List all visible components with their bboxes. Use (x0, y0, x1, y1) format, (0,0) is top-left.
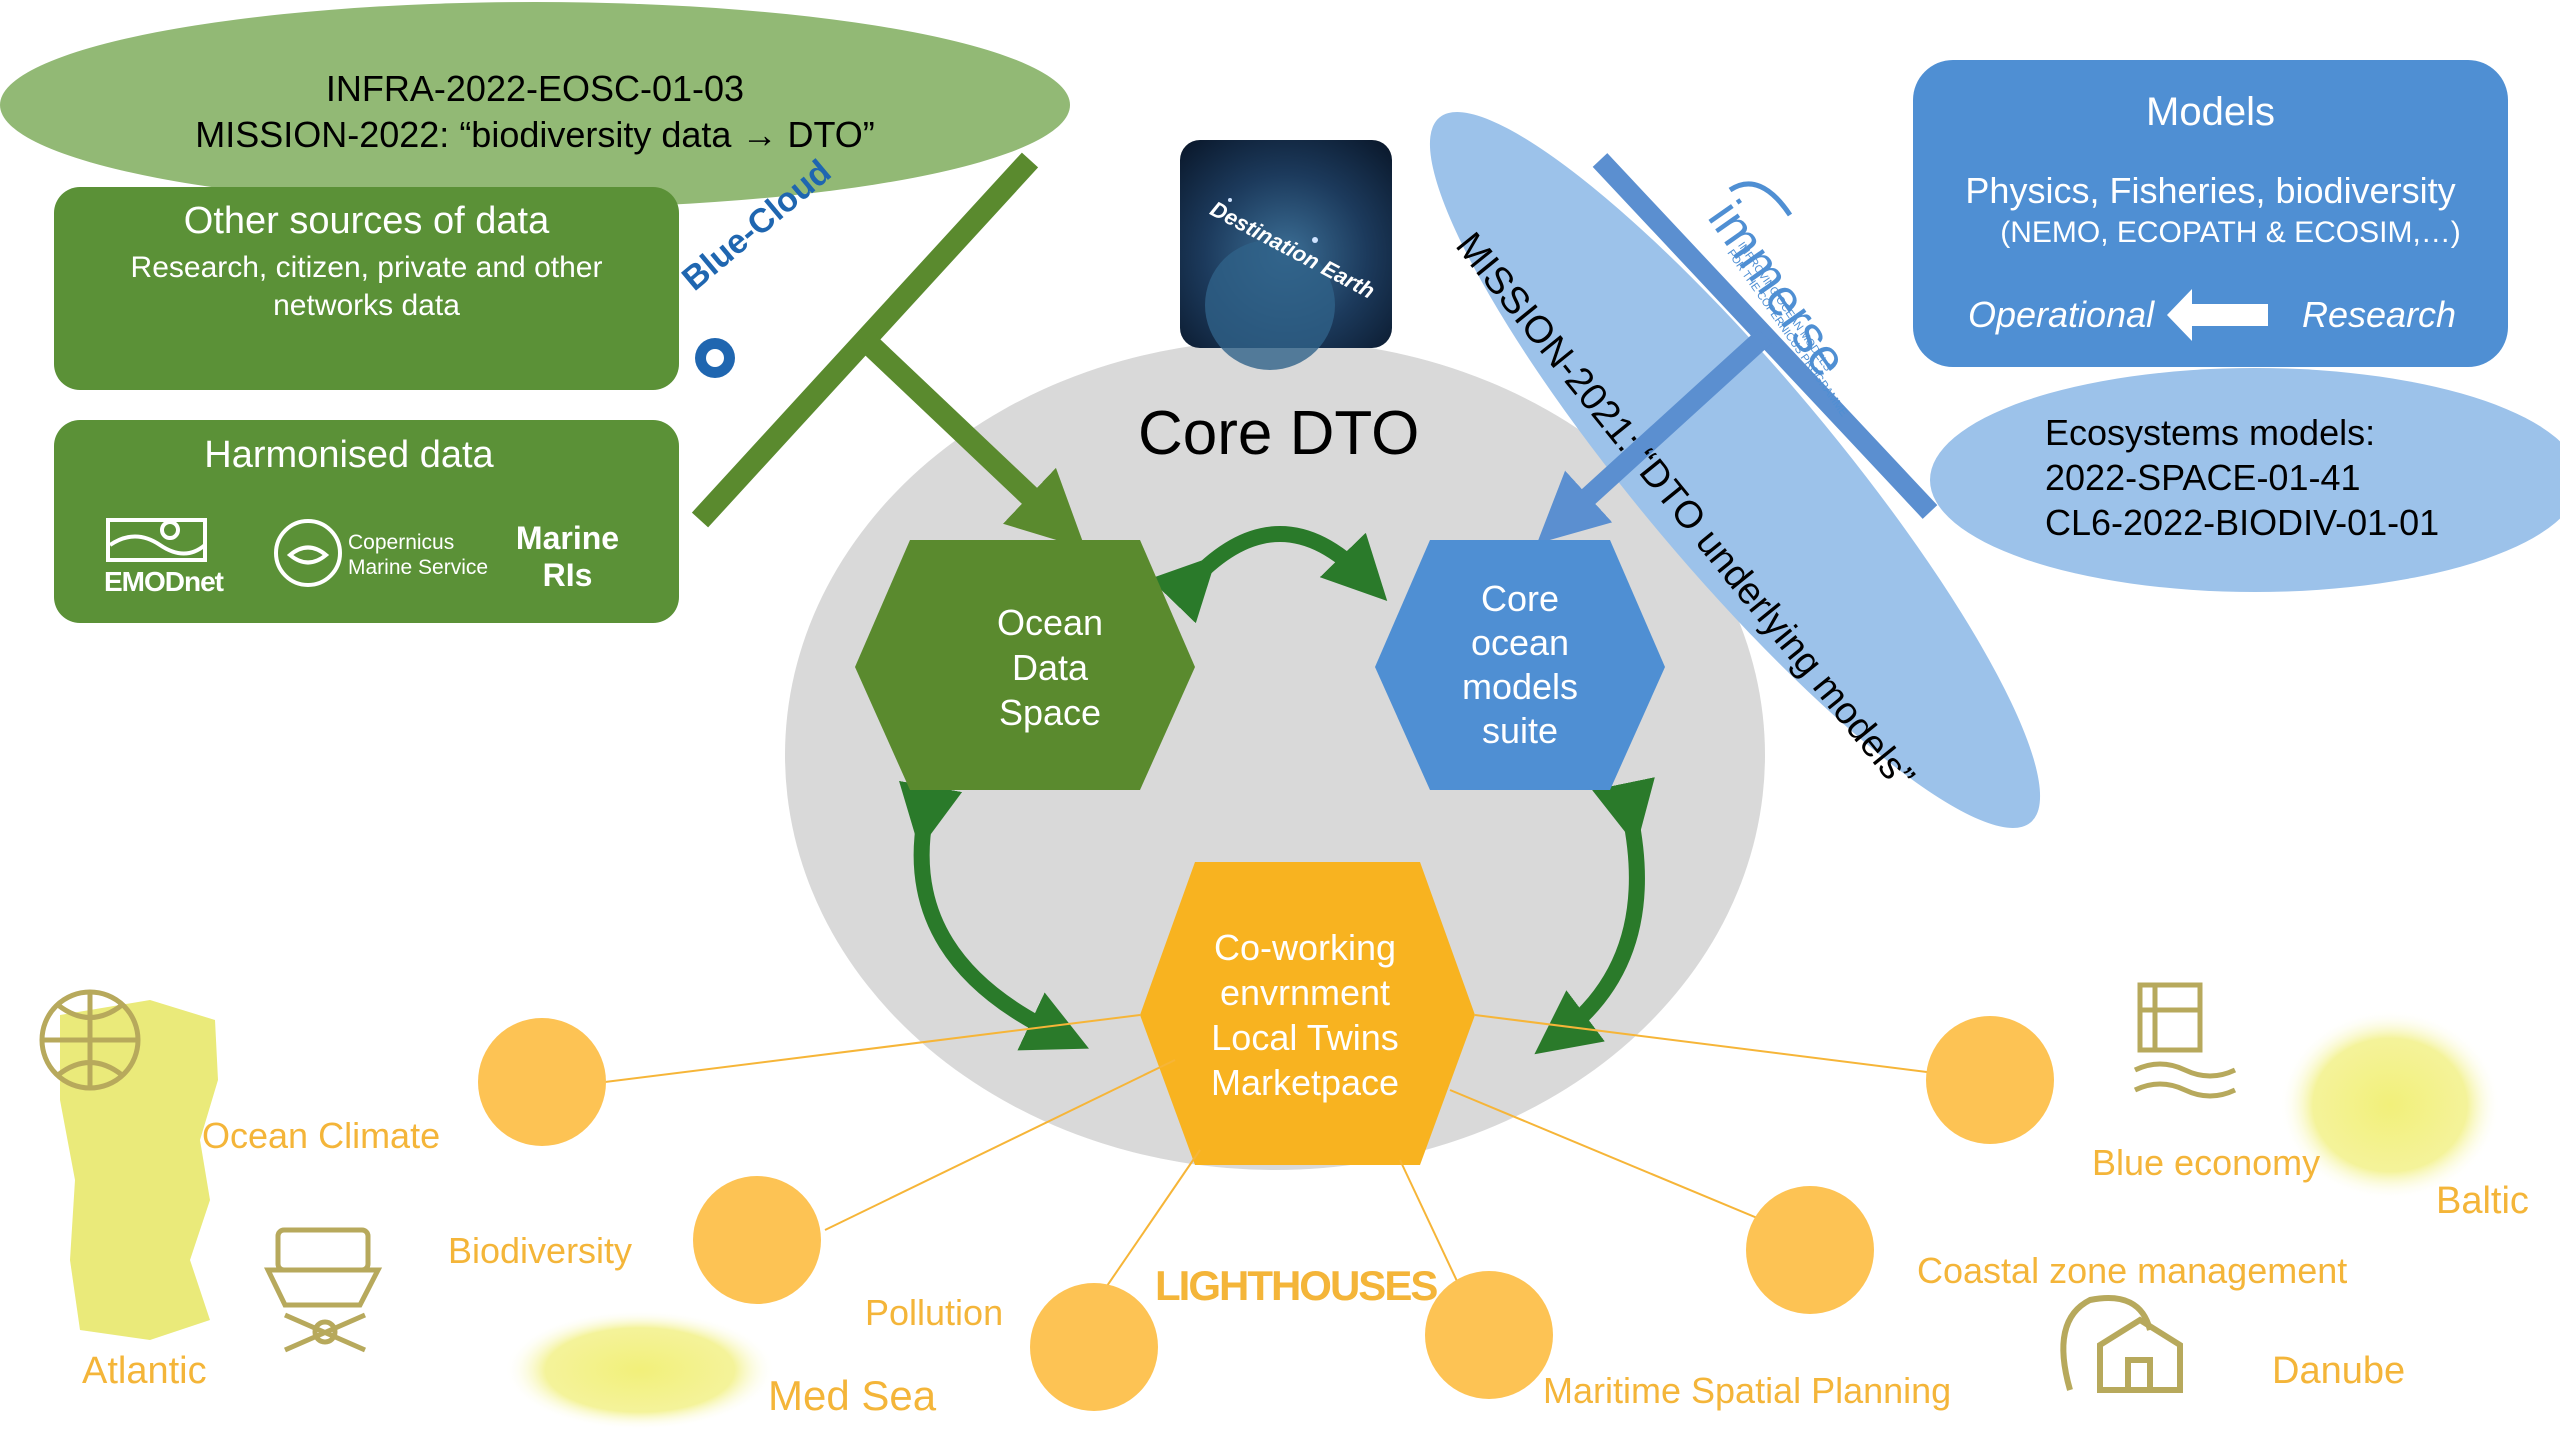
lighthouse-circles (478, 1016, 2054, 1411)
marine-ris-logo-text: Marine RIs (510, 520, 625, 594)
coworking-label: Co-working envrnment Local Twins Marketp… (1160, 925, 1450, 1105)
coworking-line-1: Co-working (1213, 927, 1397, 968)
lighthouses-title: LIGHTHOUSES (1155, 1262, 1438, 1309)
other-sources-box (54, 187, 679, 390)
core-ocean-models-label: Core ocean models suite (1375, 577, 1665, 753)
coastal-label: Coastal zone management (1917, 1250, 2348, 1291)
emodnet-logo-text: EMODnet (104, 566, 224, 597)
cycle-arrows (899, 526, 1655, 1055)
blue-economy-icon (2133, 982, 2237, 1099)
data-funnel (691, 152, 1086, 549)
models-operational: Operational (1968, 294, 2155, 335)
med-sea-label: Med Sea (768, 1372, 937, 1419)
coworking-line-4: Marketpace (1210, 1062, 1400, 1103)
core-ocean-models-hexagon (1375, 540, 1665, 790)
copernicus-logo-text: Copernicus Marine Service (348, 530, 488, 580)
marine-ris-line-1: Marine (515, 520, 620, 556)
core-models-line-2: ocean (1470, 622, 1570, 663)
blue-economy-label: Blue economy (2092, 1142, 2321, 1183)
ocean-data-line-2: Data (1011, 647, 1089, 688)
coworking-line-2: envrnment (1219, 972, 1391, 1013)
other-sources-desc-1: Research, citizen, private and other (130, 251, 603, 284)
maritime-label: Maritime Spatial Planning (1543, 1370, 1952, 1411)
core-models-line-4: suite (1481, 710, 1559, 751)
ecosystems-line-2: 2022-SPACE-01-41 (2045, 457, 2361, 498)
eosc-mission-oval (0, 2, 1070, 208)
marine-ris-line-2: RIs (542, 557, 593, 593)
ocean-data-space-hexagon (855, 540, 1195, 790)
eosc-mission-text: INFRA-2022-EOSC-01-03 MISSION-2022: “bio… (70, 66, 1000, 158)
ecosystems-line-3: CL6-2022-BIODIV-01-01 (2045, 502, 2440, 543)
pollution-circle (1030, 1283, 1158, 1411)
coastal-circle (1746, 1186, 1874, 1314)
models-line-2: (NEMO, ECOPATH & ECOSIM,…) (2000, 216, 2461, 249)
atlantic-label: Atlantic (82, 1350, 207, 1392)
core-models-line-3: models (1461, 666, 1579, 707)
ocean-data-line-3: Space (998, 692, 1102, 733)
mission-2021-ellipse (1429, 112, 2041, 828)
copernicus-line-2: Marine Service (348, 556, 489, 579)
harmonised-data-box (54, 420, 679, 623)
destination-earth-logo (1180, 140, 1392, 370)
ocean-data-line-1: Ocean (996, 602, 1104, 643)
coworking-line-3: Local Twins (1211, 1017, 1399, 1058)
blue-economy-circle (1926, 1016, 2054, 1144)
blue-cloud-icon (695, 338, 735, 378)
maritime-circle (1425, 1271, 1553, 1399)
ocean-data-space-label: Ocean Data Space (905, 600, 1195, 735)
pollution-label: Pollution (865, 1292, 1004, 1333)
harmonised-title: Harmonised data (204, 434, 494, 476)
biodiversity-label: Biodiversity (448, 1230, 633, 1271)
ecosystems-text: Ecosystems models: 2022-SPACE-01-41 CL6-… (2045, 410, 2439, 545)
other-sources-desc-2: networks data (273, 289, 460, 322)
copernicus-line-1: Copernicus (348, 531, 455, 554)
copernicus-marine-icon (274, 519, 342, 587)
ocean-climate-label: Ocean Climate (202, 1115, 441, 1156)
globe-icon (39, 989, 141, 1091)
ecosystems-line-1: Ecosystems models: (2045, 412, 2376, 453)
baltic-map (2280, 1010, 2500, 1200)
core-dto-title: Core DTO (1138, 399, 1420, 468)
immerse-logo-icon (1728, 181, 1793, 217)
danube-label: Danube (2272, 1350, 2406, 1392)
med-sea-map (505, 1310, 775, 1430)
fishing-boat-icon (264, 1227, 383, 1353)
models-research: Research (2302, 294, 2457, 335)
baltic-label: Baltic (2436, 1180, 2529, 1222)
other-sources-title: Other sources of data (183, 200, 550, 242)
ecosystems-ellipse (1930, 368, 2560, 592)
operational-arrow (2167, 289, 2268, 341)
coastal-house-icon (2060, 1295, 2183, 1393)
eosc-line: INFRA-2022-EOSC-01-03 (325, 68, 745, 109)
biodiversity-circle (693, 1176, 821, 1304)
emodnet-icon (106, 518, 207, 562)
coworking-hexagon (1140, 862, 1475, 1165)
mission-2022-line: MISSION-2022: “biodiversity data → DTO” (195, 114, 875, 155)
ocean-climate-circle (478, 1018, 606, 1146)
models-title: Models (2146, 90, 2275, 134)
other-sources-text: Other sources of data Research, citizen,… (54, 198, 679, 324)
models-line-1: Physics, Fisheries, biodiversity (1965, 170, 2456, 211)
core-models-line-1: Core (1480, 578, 1560, 619)
models-box (1913, 60, 2508, 367)
models-funnel (1536, 153, 1938, 544)
